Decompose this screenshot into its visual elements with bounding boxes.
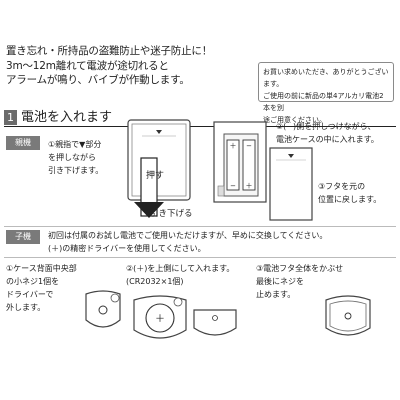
parent-device-illustration <box>127 119 191 218</box>
child-closed-illustration <box>325 295 371 336</box>
notice-line: お買い求めいただき、ありがとうございます。 <box>263 68 389 88</box>
intro-line: アラームが鳴り、バイブが作動します。 <box>6 74 190 86</box>
section-number: 1 <box>4 110 17 125</box>
svg-text:−: − <box>230 182 236 190</box>
parent-step2-text: ②(−)側を押しつけながら、 電池ケースの中に入れます。 <box>276 120 379 146</box>
step-line: 最後にネジを <box>256 277 304 286</box>
intro-line: 置き忘れ・所持品の盗難防止や迷子防止に！ <box>6 45 212 57</box>
step-line: ドライバーで <box>6 290 54 299</box>
coin-battery-icon <box>145 303 175 333</box>
notice-line: 途ご用意ください。 <box>263 116 326 124</box>
notice-box: お買い求めいただき、ありがとうございます。 ご使用の前に新品の単4アルカリ電池2… <box>258 62 394 124</box>
step-line: ③フタを元の <box>318 182 366 191</box>
step-line: ①ケース背面中央部 <box>6 264 77 273</box>
step-line: (CR2032×1個) <box>126 277 184 286</box>
parent-step1-text: ①親指で▼部分 を押しながら 引き下げます。 <box>48 138 103 177</box>
child-device-back-illustration <box>85 290 121 328</box>
section-underline <box>4 126 396 127</box>
step-line: を押しながら <box>48 153 96 162</box>
step-line: 外します。 <box>6 303 46 312</box>
parent-tag: 親機 <box>6 136 40 150</box>
child-step2-text: ②(＋)を上側にして入れます。 (CR2032×1個) <box>126 262 234 288</box>
child-note: 初回は付属のお試し電池でご使用いただけますが、早めに交換してください。 (＋)の… <box>48 229 398 255</box>
cover-illustration <box>269 147 313 221</box>
note-line: 初回は付属のお試し電池でご使用いただけますが、早めに交換してください。 <box>48 231 328 240</box>
notice-line: ご使用の前に新品の単4アルカリ電池2本を別 <box>263 92 384 112</box>
step-line: の小ネジ1個を <box>6 277 60 286</box>
intro-line: 3m〜12m離れて電波が途切れると <box>6 59 169 72</box>
step-line: ③電池フタ全体をかぶせ <box>256 264 344 273</box>
svg-text:＋: ＋ <box>155 314 165 325</box>
step-line: 電池ケースの中に入れます。 <box>276 135 379 144</box>
svg-text:＋: ＋ <box>246 182 253 190</box>
down-triangle-icon <box>288 154 294 158</box>
push-label: 押す <box>146 171 165 181</box>
battery-compartment-illustration: ＋ − − ＋ <box>213 121 267 203</box>
section-divider <box>4 257 396 258</box>
step-line: ②(−)側を押しつけながら、 <box>276 122 376 131</box>
pull-label: 引き下げる <box>150 209 193 219</box>
section-heading: 1 電池を入れます <box>4 106 112 125</box>
section-title: 電池を入れます <box>21 110 113 125</box>
svg-text:−: − <box>246 142 252 150</box>
note-line: (＋)の精密ドライバーを使用してください。 <box>48 244 206 253</box>
step-line: 止めます。 <box>256 290 296 299</box>
child-tag: 子機 <box>6 230 40 244</box>
battery-cover-icon <box>193 309 237 336</box>
screw-icon <box>98 305 108 315</box>
battery-icon <box>226 139 240 191</box>
screw-icon <box>344 312 352 320</box>
parent-step3-text: ③フタを元の 位置に戻します。 <box>318 180 381 206</box>
down-triangle-icon <box>156 130 162 134</box>
step-line: 位置に戻します。 <box>318 195 382 204</box>
svg-text:＋: ＋ <box>230 142 237 150</box>
step-line: ②(＋)を上側にして入れます。 <box>126 264 235 273</box>
section-divider <box>4 226 396 227</box>
child-step3-text: ③電池フタ全体をかぶせ 最後にネジを 止めます。 <box>256 262 343 301</box>
step-line: ①親指で▼部分 <box>48 140 102 149</box>
step-line: 引き下げます。 <box>48 166 104 175</box>
child-battery-illustration: ＋ <box>133 295 237 339</box>
battery-icon <box>242 139 256 191</box>
intro-text: 置き忘れ・所持品の盗難防止や迷子防止に！ 3m〜12m離れて電波が途切れると ア… <box>6 44 216 88</box>
child-step1-text: ①ケース背面中央部 の小ネジ1個を ドライバーで 外します。 <box>6 262 77 314</box>
